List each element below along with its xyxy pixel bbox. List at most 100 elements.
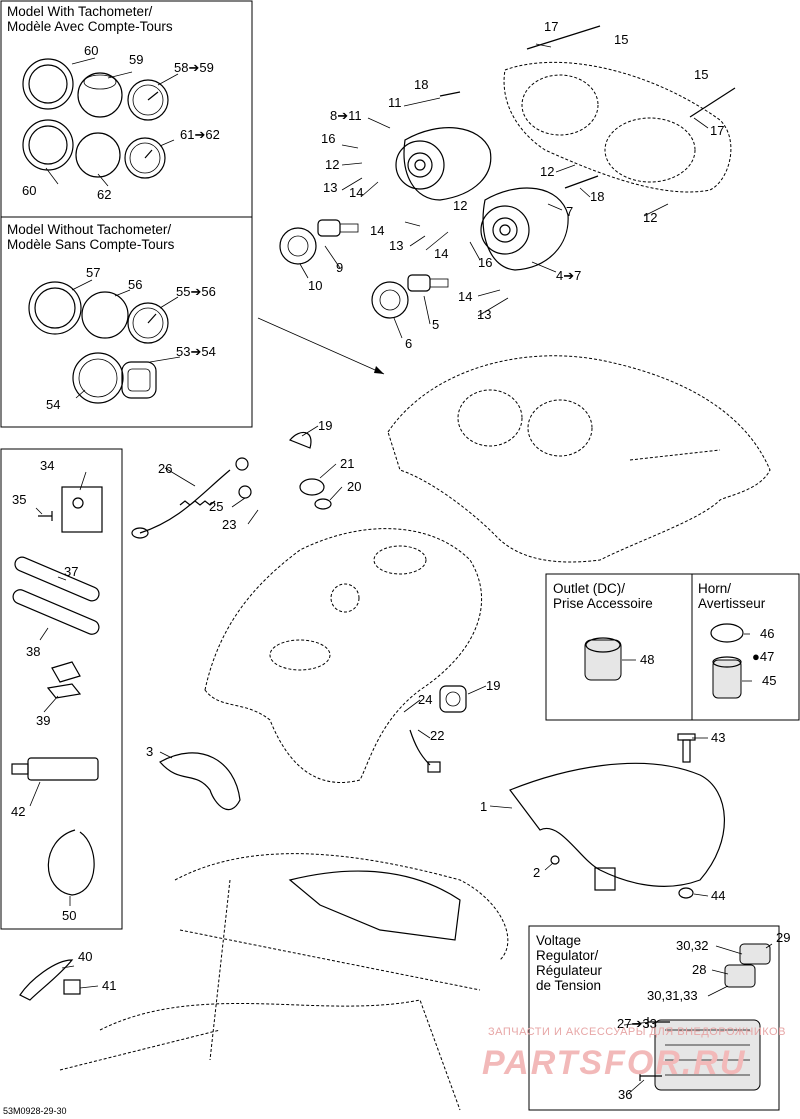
- box-title-with-tachometer: Model With Tachometer/ Modèle Avec Compt…: [7, 4, 173, 34]
- headlight-right-4: [480, 187, 569, 271]
- display-bezel-54: [72, 352, 124, 404]
- callout-60: 60: [22, 183, 37, 198]
- box-title-without-tachometer: Model Without Tachometer/ Modèle Sans Co…: [7, 222, 175, 252]
- callout-14: 14: [434, 246, 449, 261]
- callout-36: 36: [618, 1087, 633, 1102]
- bracket-40: [19, 959, 74, 1001]
- box-title-outlet: Outlet (DC)/ Prise Accessoire: [553, 581, 653, 611]
- rivet-2: [550, 855, 560, 865]
- callout-22: 22: [430, 728, 445, 743]
- callout-44: 44: [711, 888, 726, 903]
- gauge-lens-56: [81, 291, 129, 339]
- support-34: [61, 486, 103, 533]
- callout-55: 55➔56: [176, 284, 216, 299]
- speedometer-55: [127, 302, 169, 344]
- harness-22: [409, 729, 441, 773]
- leader-lines: [29, 43, 773, 1095]
- callout-6: 6: [405, 336, 413, 351]
- headlight-left-8: [395, 127, 492, 201]
- callout-4: 4➔7: [556, 268, 582, 283]
- horn-45: [712, 656, 742, 699]
- box-regulator-border: [528, 925, 780, 1111]
- callout-12: 12: [540, 164, 555, 179]
- callout-7: 7: [566, 204, 574, 219]
- box-horn-border: [691, 573, 800, 721]
- callout-15: 15: [614, 32, 629, 47]
- gauge-lens-59: [77, 72, 123, 118]
- callout-59: 59: [129, 52, 144, 67]
- gauge-lens-62: [75, 132, 121, 178]
- callout-12: 12: [325, 157, 340, 172]
- grommet-25: [238, 485, 252, 499]
- rivet-43: [677, 733, 696, 763]
- callout-60: 60: [84, 43, 99, 58]
- box-title-voltage-regulator: Voltage Regulator/ Régulateur de Tension: [536, 933, 603, 993]
- callout-18: 18: [414, 77, 429, 92]
- headlight-support-17: [503, 61, 732, 193]
- callout-21: 21: [340, 456, 355, 471]
- callout-3: 3: [146, 744, 154, 759]
- callout-41: 41: [102, 978, 117, 993]
- callout-20: 20: [347, 479, 362, 494]
- cap-19: [289, 431, 312, 449]
- foam-38: [12, 589, 100, 635]
- gauge-bezel-60b: [22, 119, 74, 171]
- callout-13: 13: [477, 307, 492, 322]
- callout-8: 8➔11: [330, 108, 362, 123]
- callout-10: 10: [308, 278, 323, 293]
- connector-29: [739, 943, 771, 965]
- safety-lanyard-26: [131, 457, 249, 539]
- callout-1: 1: [480, 799, 488, 814]
- callout-47-with-drop: ●47: [752, 649, 775, 664]
- callout-56: 56: [128, 277, 143, 292]
- callout-2: 2: [533, 865, 541, 880]
- callout-58: 58➔59: [174, 60, 214, 75]
- tube-42: [11, 757, 99, 781]
- drop-icon: ●: [752, 649, 760, 664]
- callout-46: 46: [760, 626, 775, 641]
- callout-12: 12: [643, 210, 658, 225]
- callout-34: 34: [40, 458, 55, 473]
- drawing-code: 53M0928-29-30: [3, 1106, 67, 1116]
- nut-44: [678, 887, 694, 899]
- callout-39: 39: [36, 713, 51, 728]
- callout-62: 62: [97, 187, 112, 202]
- bulb-5: [407, 274, 449, 292]
- callout-15: 15: [694, 67, 709, 82]
- box-without-tach-border: [0, 216, 253, 428]
- bulb-cover-6: [371, 281, 409, 319]
- callout-45: 45: [762, 673, 777, 688]
- callout-42: 42: [11, 804, 26, 819]
- callout-18: 18: [590, 189, 605, 204]
- callout-16: 16: [321, 131, 336, 146]
- bulb-9: [317, 219, 359, 237]
- foam-37: [14, 556, 100, 602]
- callout-5: 5: [432, 317, 440, 332]
- callout-37: 37: [64, 564, 79, 579]
- callout-16: 16: [478, 255, 493, 270]
- connector-28: [724, 964, 756, 988]
- callout-13: 13: [389, 238, 404, 253]
- callout-17: 17: [544, 19, 559, 34]
- callout-43: 43: [711, 730, 726, 745]
- callout-25: 25: [209, 499, 224, 514]
- callout-50: 50: [62, 908, 77, 923]
- box-accessories-border: [0, 448, 123, 930]
- ring-46: [710, 623, 744, 643]
- callout-38: 38: [26, 644, 41, 659]
- callout-19: 19: [486, 678, 501, 693]
- callout-19: 19: [318, 418, 333, 433]
- callout-23: 23: [222, 517, 237, 532]
- callout-29: 29: [776, 930, 791, 945]
- screw-36: [639, 1071, 662, 1081]
- watermark-logo: PARTSFOR.RU: [482, 1044, 747, 1082]
- clip-39: [46, 661, 82, 699]
- callout-24: 24: [418, 692, 433, 707]
- watermark-tagline: ЗАПЧАСТИ И АКСЕССУАРЫ ДЛЯ ВНЕДОРОЖНИКОВ: [488, 1026, 786, 1038]
- display-53: [121, 361, 157, 399]
- callout-28: 28: [692, 962, 707, 977]
- clamp-41: [63, 979, 81, 995]
- dashboard-console: [204, 528, 483, 783]
